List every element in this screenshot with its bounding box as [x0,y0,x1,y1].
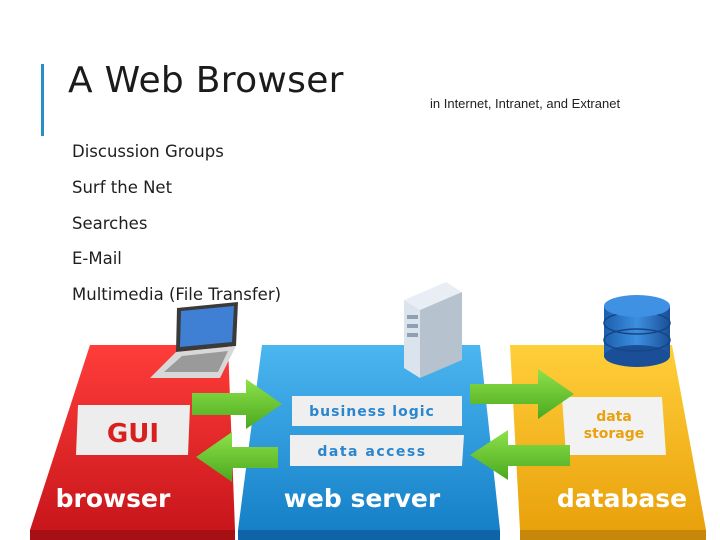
bullet-item: Discussion Groups [72,142,224,161]
laptop-icon [150,302,238,378]
bullet-list: Discussion Groups Surf the Net Searches … [72,140,281,319]
bullet-item: Multimedia (File Transfer) [72,285,282,305]
slide-subtitle: in Internet, Intranet, and Extranet [430,96,621,111]
database-label: database [557,484,687,513]
bullet-item: E-Mail [72,249,122,269]
web-server-label: web server [284,484,441,513]
arrow-right-icon [192,379,282,429]
data-access-box: data access [290,435,464,466]
arrow-left-icon [470,430,570,480]
browser-label: browser [56,484,171,513]
arrow-left-icon [196,432,278,482]
gui-label: GUI [107,419,159,449]
data-storage-line2: storage [584,426,645,442]
data-access-label: data access [317,444,426,460]
title-accent-bar [41,64,44,136]
bullet-item: Surf the Net [72,177,173,197]
server-tower-icon [404,282,462,378]
business-logic-box: business logic [292,396,462,426]
data-storage-box: data storage [562,397,666,455]
data-storage-line1: data [596,409,632,425]
database-cylinder-icon [603,295,671,367]
arrow-right-icon [470,369,574,419]
slide-title: A Web Browser [68,60,344,101]
architecture-diagram: GUI browser business logic data access w… [30,282,706,540]
gui-box: GUI [76,405,190,455]
business-logic-label: business logic [309,404,435,420]
bullet-item: Searches [72,213,148,233]
